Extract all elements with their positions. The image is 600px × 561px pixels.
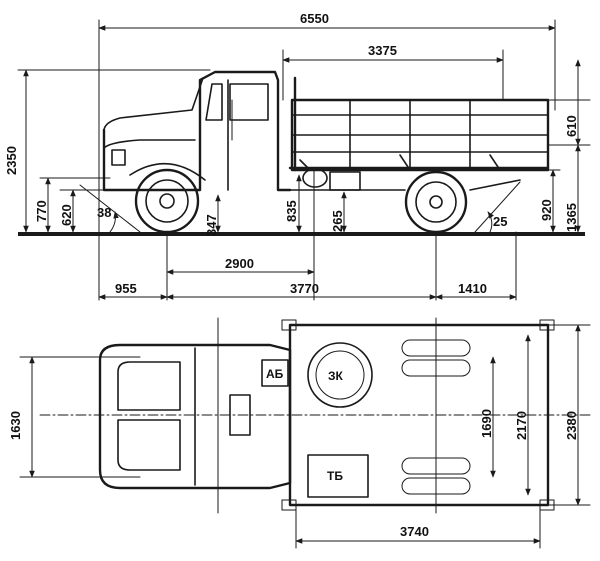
front-clearance-label: 347 [204, 214, 219, 236]
side-view: 6550 3375 2350 610 1365 920 770 620 38 [4, 11, 591, 301]
spare-wheel-label: ЗК [328, 369, 344, 383]
top-view: АБ ЗК ТБ 1630 1690 2170 [8, 317, 591, 549]
battery-box [261, 359, 289, 387]
front-overhang-label: 955 [115, 281, 137, 296]
overall-height-label: 2350 [4, 146, 19, 175]
cargo-body [290, 76, 550, 172]
front-overhang-height-label: 620 [59, 204, 74, 226]
cargo-body-top: ЗК ТБ [281, 319, 555, 511]
mid-height-label: 835 [284, 200, 299, 222]
body-length-label: 3375 [368, 43, 397, 58]
rear-track-label: 1690 [479, 409, 494, 438]
fuel-tank-box [307, 454, 369, 498]
chassis [288, 166, 550, 191]
cab [102, 70, 292, 192]
overall-length-label: 6550 [300, 11, 329, 26]
front-wheel [134, 168, 200, 234]
overall-width-label: 2380 [564, 411, 579, 440]
rear-wheel [404, 170, 468, 234]
fuel-tank-label: ТБ [327, 469, 343, 483]
platform-height-label: 1365 [564, 203, 579, 232]
approach-angle-label: 38 [97, 205, 111, 220]
body-inner-length-label: 3740 [400, 524, 429, 539]
spare-wheel-circle [307, 342, 373, 408]
ground-clearance-label: 265 [330, 210, 345, 232]
departure-angle-label: 25 [493, 214, 507, 229]
partial-wheelbase-label: 2900 [225, 256, 254, 271]
body-side-height-label: 610 [564, 115, 579, 137]
front-bumper-height-label: 770 [34, 200, 49, 222]
rear-platform-height-label: 920 [539, 199, 554, 221]
body-inner-width-label: 2170 [514, 411, 529, 440]
battery-label: АБ [266, 367, 284, 381]
rear-overhang-label: 1410 [458, 281, 487, 296]
front-track-label: 1630 [8, 411, 23, 440]
cab-top: АБ [98, 343, 292, 490]
wheelbase-label: 3770 [290, 281, 319, 296]
ground-line [18, 232, 585, 236]
